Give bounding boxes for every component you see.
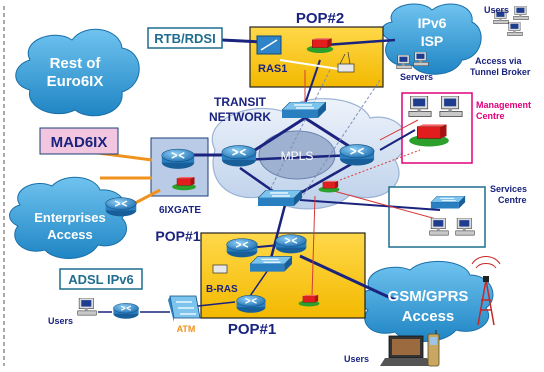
rest-of-euro6ix-label-line1: Rest of xyxy=(50,55,102,72)
services-centre-label-line1: Services xyxy=(490,184,527,194)
ras1-label: RAS1 xyxy=(258,63,287,75)
mpls-label: MPLS xyxy=(281,149,314,163)
rtb-label: RTB/RDSI xyxy=(154,31,215,46)
rtb-label-box xyxy=(147,27,223,49)
mgmt-pc-right-icon xyxy=(439,96,463,118)
enterprises-router-icon xyxy=(104,196,138,218)
transit-right-router-icon xyxy=(339,143,375,167)
atm-switch-icon xyxy=(168,295,201,322)
pop1-lower-label: POP#1 xyxy=(228,321,276,338)
adsl-label: ADSL IPv6 xyxy=(68,272,134,287)
isp-server-1-icon xyxy=(396,55,412,70)
pop2-modem-icon xyxy=(337,51,355,73)
enterprises-access-cloud xyxy=(9,176,128,259)
mad6ix-label: MAD6IX xyxy=(51,134,108,151)
management-centre-label-line2: Centre xyxy=(476,111,505,121)
servers-label: Servers xyxy=(400,72,433,82)
enterprises-access-label-line1: Enterprises xyxy=(34,210,106,225)
pop1-upper-label: POP#1 xyxy=(155,228,200,244)
management-centre-label-line1: Management xyxy=(476,100,531,110)
bras-label: B-RAS xyxy=(206,284,238,295)
links xyxy=(89,38,441,313)
isp-server-2-icon xyxy=(413,52,429,67)
bras-router-icon xyxy=(235,294,267,314)
transit-left-router-icon xyxy=(221,144,257,168)
ipv6-isp-label-line1: IPv6 xyxy=(418,15,447,31)
rest-of-euro6ix-cloud xyxy=(15,28,140,117)
isp-user-pc-3-icon xyxy=(513,6,529,21)
rest-of-euro6ix-label-line2: Euro6IX xyxy=(47,73,104,90)
access-via-label-line2: Tunnel Broker xyxy=(470,67,531,77)
isp-users-label: Users xyxy=(484,5,509,15)
enterprises-access-label-line2: Access xyxy=(47,227,93,242)
transit-network-label-line1: TRANSIT xyxy=(214,95,267,109)
transit-network-label-line2: NETWORK xyxy=(209,110,271,124)
services-centre-label-line2: Centre xyxy=(498,195,527,205)
pop2-label: POP#2 xyxy=(296,10,344,27)
ipv6-isp-label-line2: ISP xyxy=(421,33,444,49)
gsm-gprs-label-line2: Access xyxy=(402,308,455,325)
pop1-switch-icon xyxy=(250,256,292,273)
6ixgate-router-icon xyxy=(161,148,195,170)
adsl-label-box xyxy=(59,268,143,290)
ras1-device-icon xyxy=(256,35,282,55)
mad6ix-label-box xyxy=(39,127,119,155)
pop1-router-right-icon xyxy=(274,233,308,255)
transit-bottom-switch-icon xyxy=(258,190,302,207)
mgmt-pc-left-icon xyxy=(408,96,432,118)
phone-icon xyxy=(427,330,440,367)
isp-user-pc-2-icon xyxy=(507,22,523,37)
adsl-users-label: Users xyxy=(48,316,73,326)
access-via-label-line1: Access via xyxy=(475,56,523,66)
pop1-modem-icon xyxy=(212,264,228,274)
adsl-router-icon xyxy=(112,302,140,320)
antenna-icon xyxy=(471,256,501,326)
6ixgate-label: 6IXGATE xyxy=(159,205,201,216)
pop1-router-left-icon xyxy=(225,237,259,259)
gsm-gprs-label-line1: GSM/GPRS xyxy=(388,288,469,305)
services-server-right-icon xyxy=(455,218,475,236)
gsm-users-label: Users xyxy=(344,354,369,364)
laptop-icon xyxy=(380,335,432,366)
atm-label: ATM xyxy=(177,324,196,334)
services-server-left-icon xyxy=(429,218,449,236)
transit-top-switch-icon xyxy=(282,102,326,119)
services-switch-icon xyxy=(430,196,466,209)
adsl-user-pc-icon xyxy=(77,298,97,316)
